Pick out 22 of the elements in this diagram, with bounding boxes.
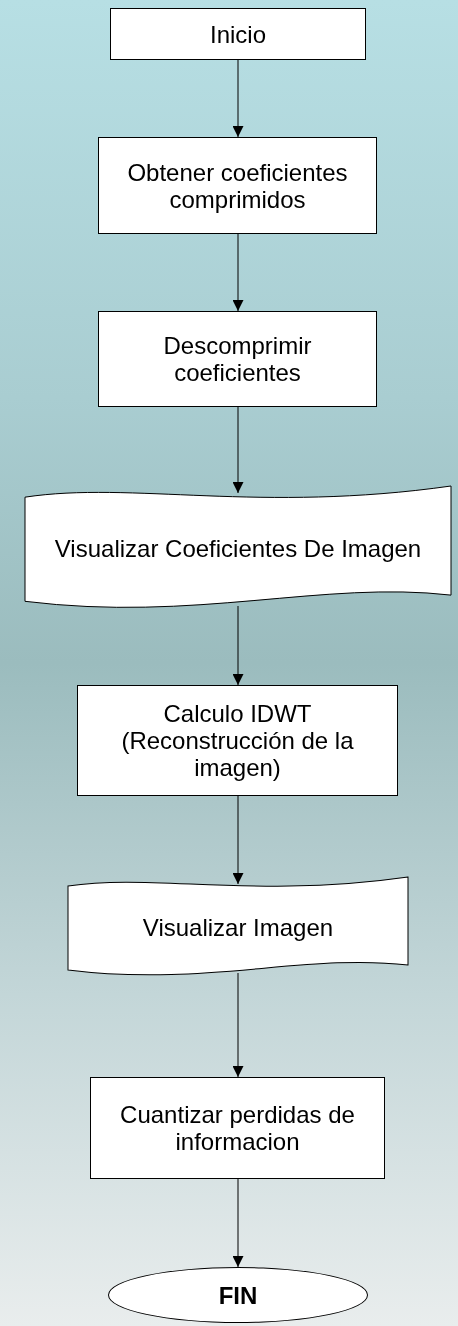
process-box <box>98 137 377 234</box>
arrow <box>232 795 244 885</box>
node-label: Obtener coeficientes comprimidos <box>126 158 349 213</box>
process-box <box>77 685 398 796</box>
arrow <box>232 1178 244 1268</box>
process-box <box>98 311 377 407</box>
process-box <box>110 8 366 60</box>
node-label: Visualizar Imagen <box>142 913 334 941</box>
process-box <box>90 1077 385 1179</box>
arrow <box>232 972 244 1078</box>
node-label: FIN <box>218 1281 258 1309</box>
arrow <box>232 233 244 312</box>
arrow <box>232 59 244 138</box>
arrow <box>232 406 244 494</box>
node-label: Visualizar Coeficientes De Imagen <box>54 534 422 562</box>
node-label: Calculo IDWT (Reconstrucción de la imagen) <box>120 700 355 781</box>
node-label: Inicio <box>210 20 266 48</box>
node-label: Cuantizar perdidas de informacion <box>119 1101 356 1155</box>
document-shape <box>68 877 408 977</box>
document-shape <box>25 486 451 610</box>
arrow <box>232 605 244 686</box>
node-label: Descomprimir coeficientes <box>162 332 313 386</box>
